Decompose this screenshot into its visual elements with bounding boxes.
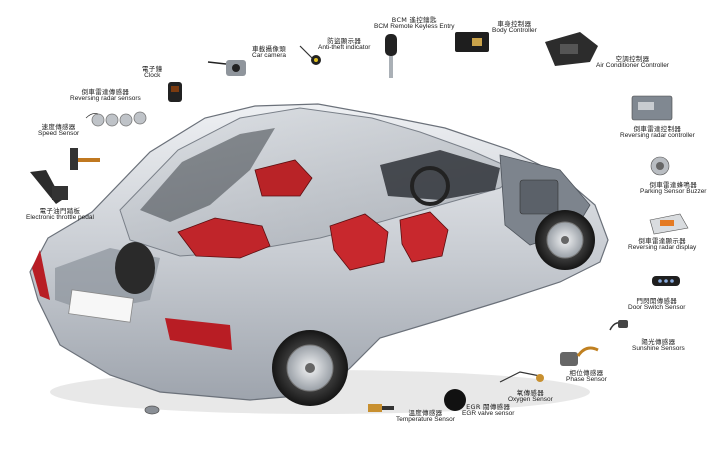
dashboard — [380, 150, 500, 200]
label-oxygen: 氧傳感器 Oxygen Sensor — [508, 389, 553, 403]
rear-wheel — [272, 330, 348, 406]
car-camera-part — [207, 60, 246, 76]
label-phase: 相位傳感器 Phase Sensor — [566, 369, 607, 383]
front-wheel — [535, 210, 595, 270]
tail-light-right — [165, 318, 232, 350]
label-radar-display: 倒車雷達顯示器 Reversing radar display — [628, 237, 697, 251]
speed-sensor-part — [70, 148, 100, 170]
label-car-camera: 車載攝像頭 Car camera — [252, 45, 286, 59]
keyless-key-part — [385, 34, 397, 78]
driver-seat — [329, 213, 389, 271]
label-temperature: 溫度傳感器 Temperature Sensor — [396, 409, 455, 423]
label-body-controller: 車身控制器 Body Controller — [492, 20, 537, 34]
phase-sensor-part — [560, 346, 599, 366]
egr-sensor-part — [444, 389, 466, 411]
tail-light-left — [32, 250, 50, 300]
throttle-pedal-part — [30, 170, 68, 204]
exhaust — [144, 405, 160, 415]
license-plate — [68, 289, 134, 323]
label-throttle-pedal: 電子油門踏板 Electronic throttle pedal — [26, 207, 94, 221]
engine-block — [519, 179, 559, 215]
label-clock: 電子鐘 Clock — [142, 65, 163, 79]
label-egr: EGR 閥傳感器 EGR valve sensor — [462, 403, 515, 417]
rear-seat-2 — [254, 159, 313, 197]
anti-theft-part — [299, 45, 321, 65]
label-sunshine: 陽光傳感器 Sunshine Sensors — [632, 338, 685, 352]
parking-buzzer-part — [650, 156, 670, 176]
rear-wheel-far — [115, 242, 155, 294]
rear-seat — [177, 217, 271, 259]
body-controller-part — [455, 32, 489, 52]
oxygen-sensor-part — [499, 371, 544, 383]
passenger-seat — [399, 211, 449, 263]
temperature-sensor-part — [368, 404, 394, 412]
label-door-switch: 門閃開傳感器 Door Switch Sensor — [628, 297, 686, 311]
label-parking-buzzer: 倒車雷達蜂鳴器 Parking Sensor Buzzer — [640, 181, 707, 195]
sunshine-sensor-part — [609, 320, 628, 331]
ac-controller-part — [545, 32, 598, 66]
radar-sensors-part — [85, 111, 147, 127]
label-radar-controller: 倒車雷達控制器 Reversing radar controller — [620, 125, 695, 139]
label-ac-controller: 空調控制器 Air Conditioner Controller — [596, 55, 669, 69]
radar-display-part — [649, 213, 689, 235]
label-reversing-radar-sensors: 倒車雷達傳感器 Reversing radar sensors — [70, 88, 141, 102]
label-speed-sensor: 速度傳感器 Speed Sensor — [38, 123, 80, 137]
rear-window — [140, 128, 275, 222]
door-switch-part — [652, 276, 680, 286]
radar-controller-part — [631, 95, 673, 121]
label-bcm-keyless: BCM 遙控鑰匙 BCM Remote Keyless Entry — [374, 16, 455, 30]
steering-wheel — [410, 166, 450, 206]
label-anti-theft: 防盜顯示器 Anti-theft indicator — [318, 37, 371, 51]
